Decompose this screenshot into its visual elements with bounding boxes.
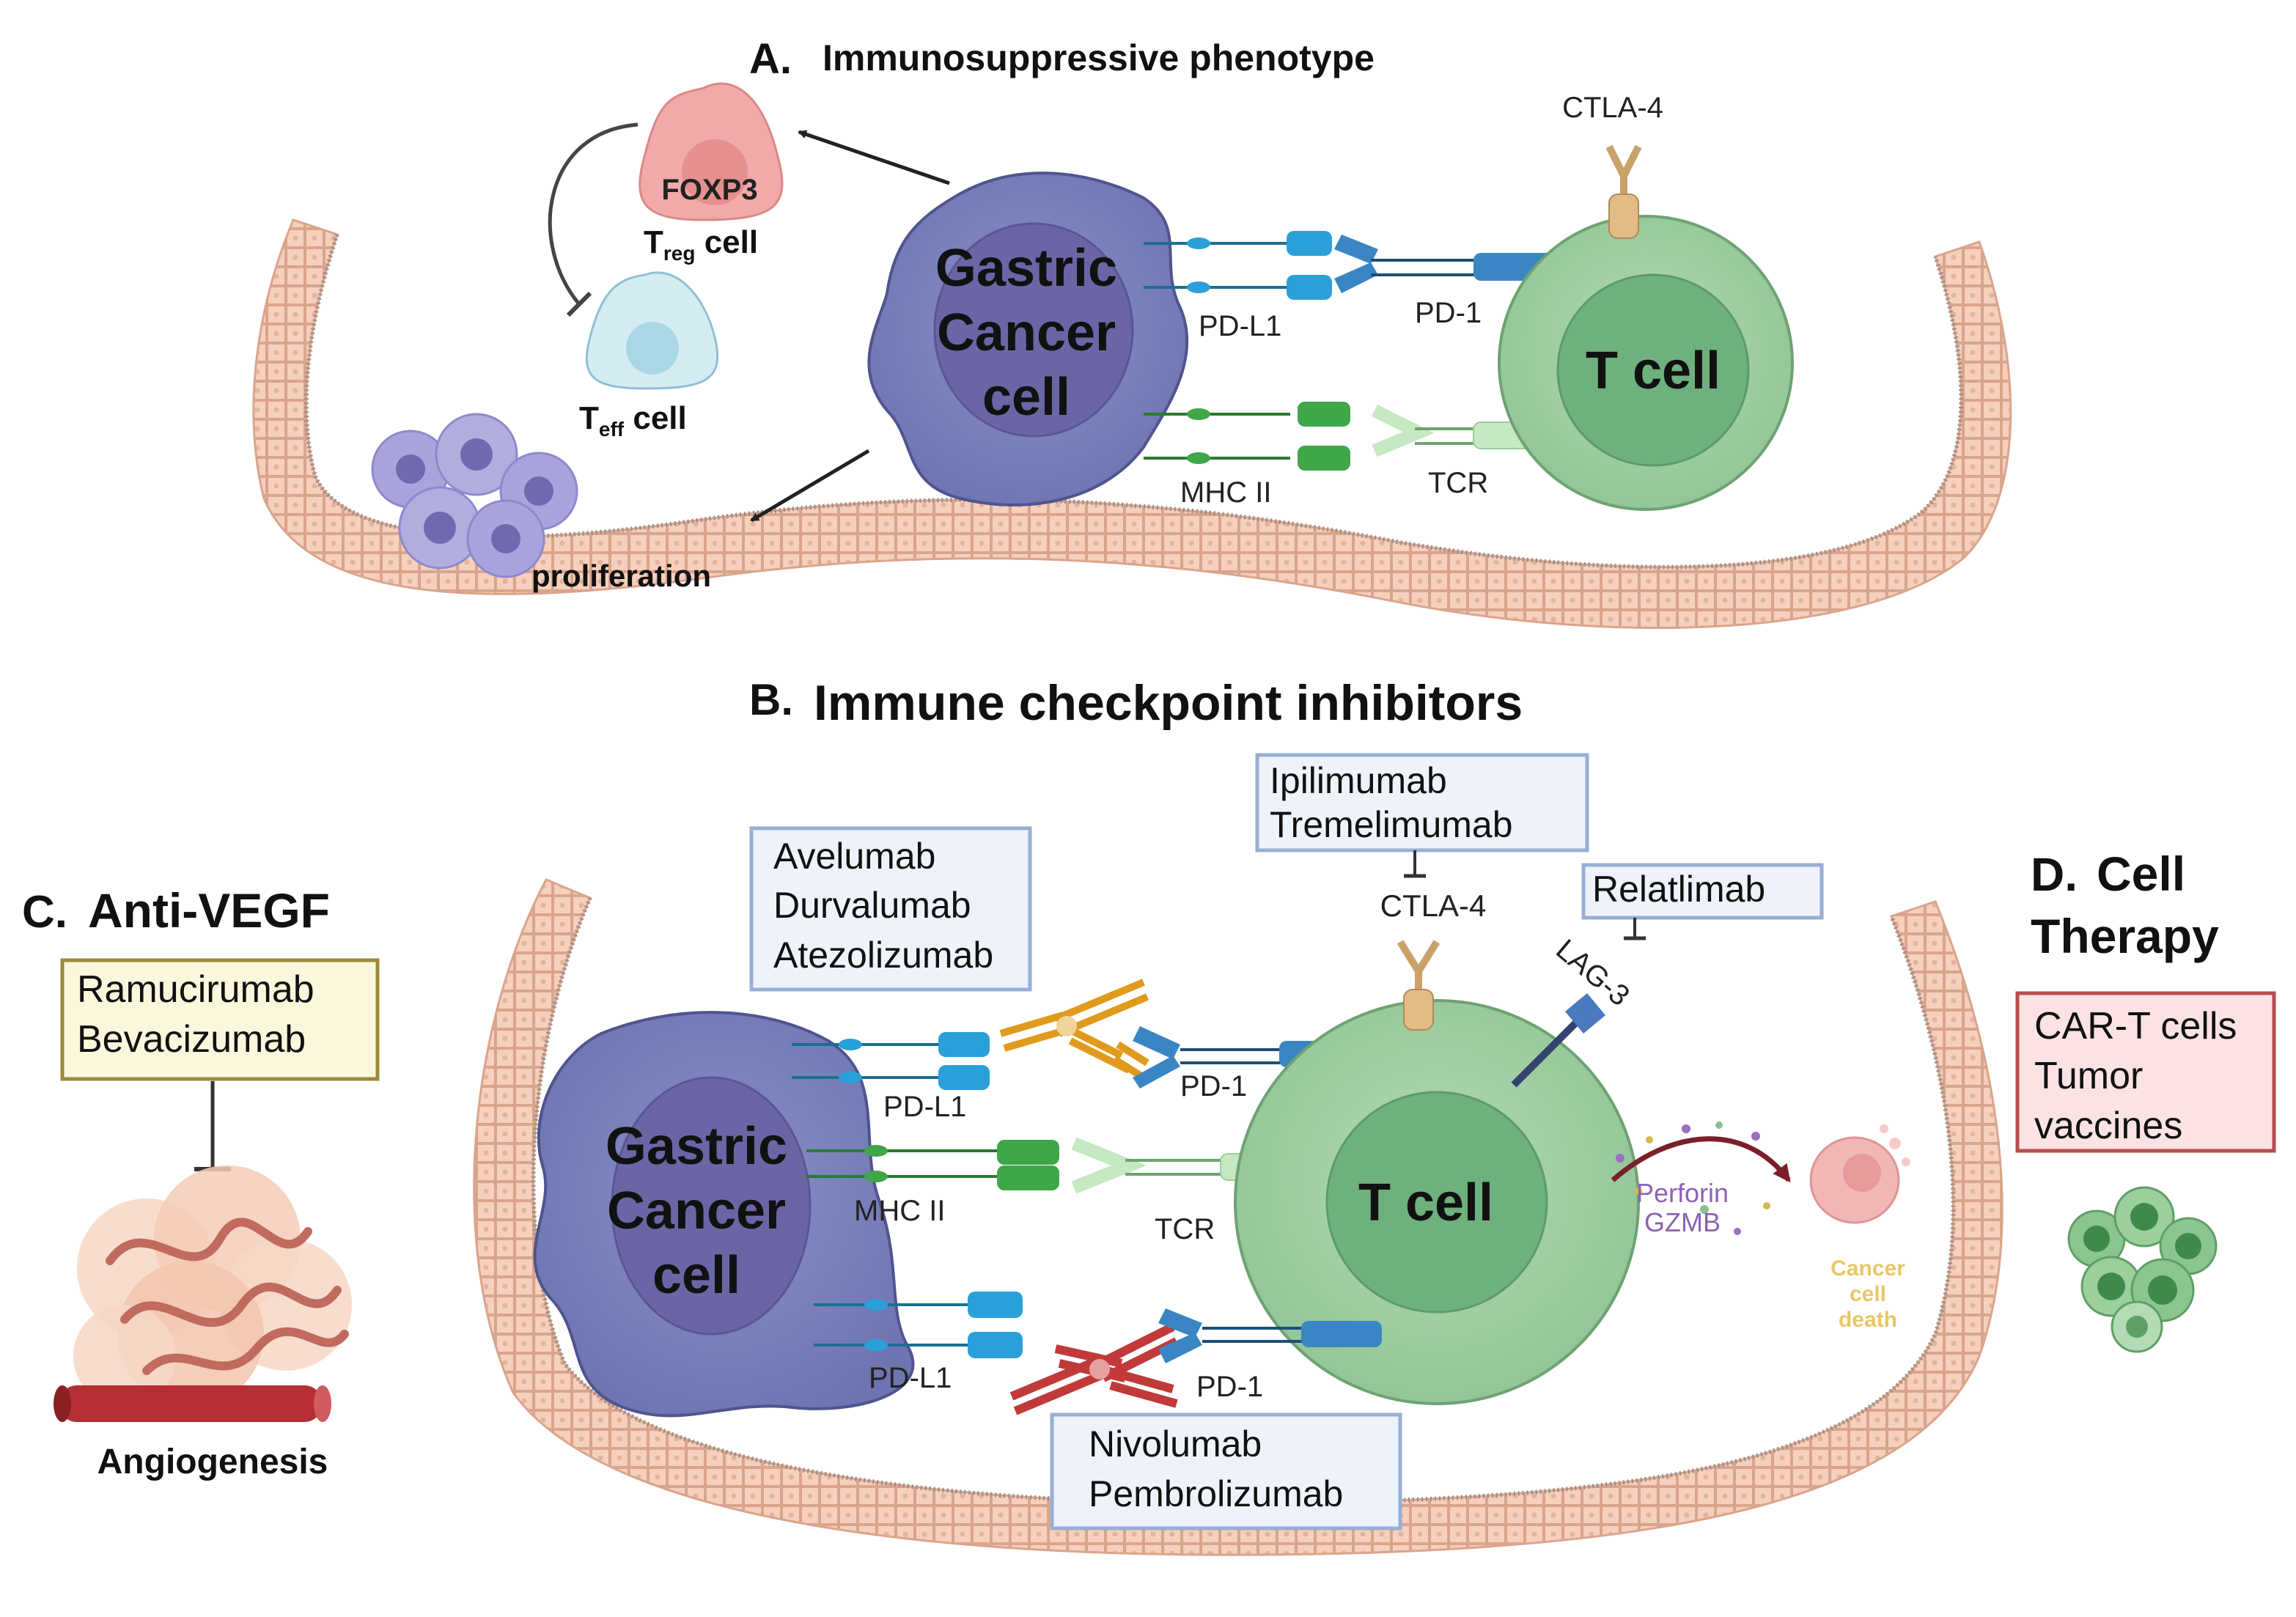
ctla4-drug-1: Ipilimumab [1270, 760, 1447, 801]
anti-vegf-drug-1: Ramucirumab [77, 968, 314, 1011]
mhc-tcr-complex-a [1144, 402, 1561, 471]
treg-nucleus [682, 139, 748, 205]
tcell-label-a: T cell [1586, 342, 1721, 400]
cancer-label-a-1: Gastric [935, 239, 1117, 298]
cell-therapy-item-3: vaccines [2034, 1105, 2182, 1147]
cancer-death-label-3: death [1839, 1308, 1897, 1332]
pd1-label-b-top: PD-1 [1180, 1070, 1247, 1102]
perforin-release [1611, 1121, 1791, 1235]
pd1-drug-box [1050, 1412, 1402, 1531]
anti-pdl1-antibody [999, 979, 1149, 1081]
cancer-death-label-1: Cancer [1830, 1256, 1905, 1281]
anti-vegf-drug-box [60, 958, 380, 1081]
cancer-label-a-2: Cancer [937, 303, 1116, 362]
cancer-label-b-1: Gastric [606, 1117, 787, 1176]
tcr-label-a: TCR [1428, 467, 1488, 499]
ctla4-drug-box [1255, 753, 1589, 852]
pd1-label-a: PD-1 [1415, 297, 1482, 329]
pd1-complex-b-bottom [1158, 1308, 1382, 1363]
dying-cancer-cell [1809, 1124, 1910, 1224]
pdl1-drug-1: Avelumab [773, 836, 935, 877]
ctla4-receptor-a [1605, 144, 1642, 239]
panel-c-title: Anti-VEGF [88, 883, 330, 938]
cell-therapy-item-1: CAR-T cells [2034, 1005, 2237, 1047]
ctla4-label-a: CTLA-4 [1562, 92, 1663, 124]
cell-therapy-box [2015, 991, 2276, 1153]
panel-b-title: Immune checkpoint inhibitors [814, 675, 1523, 731]
teff-label: Teff cell [579, 400, 687, 441]
anti-pd1-antibody [1009, 1322, 1179, 1415]
lag3-receptor [1511, 993, 1605, 1088]
angiogenesis-label: Angiogenesis [97, 1443, 328, 1481]
inhibition-bar [566, 291, 592, 317]
cancer-nucleus-b [611, 1076, 812, 1336]
cancer-nucleus-a [933, 222, 1134, 438]
panel-a: A. Immunosuppressive phenotype FOXP3 Tre… [252, 35, 2012, 629]
foxp3-label: FOXP3 [661, 174, 757, 206]
pdl1-label-b-bottom: PD-L1 [869, 1362, 952, 1394]
perforin-label: Perforin [1636, 1178, 1729, 1208]
pdl1-drug-3: Atezolizumab [773, 935, 993, 976]
ctla4-receptor-b [1397, 940, 1440, 1031]
panel-a-letter: A. [749, 35, 792, 83]
panel-a-title: Immunosuppressive phenotype [823, 37, 1375, 78]
pdl1-label-b-top: PD-L1 [883, 1091, 966, 1123]
pd1-label-b-bottom: PD-1 [1196, 1371, 1263, 1403]
pdl1-drug-box [749, 826, 1032, 992]
anti-vegf-drug-2: Bevacizumab [77, 1018, 306, 1061]
pdl1-complex-b-bottom [814, 1292, 1023, 1358]
pdl1-complex-b-top [792, 1032, 990, 1090]
epithelium-layer-b [473, 878, 2004, 1556]
panel-d: D. Cell Therapy CAR-T cells Tumor vaccin… [2015, 847, 2276, 1353]
panel-d-title-2: Therapy [2031, 909, 2219, 963]
tcr-label-b: TCR [1155, 1213, 1215, 1245]
treg-label: Treg cell [644, 224, 758, 265]
cancer-death-label-2: cell [1850, 1282, 1886, 1306]
panel-d-letter: D. [2031, 848, 2078, 901]
epithelium-layer-a [252, 218, 2012, 629]
panel-c: C. Anti-VEGF Ramucirumab Bevacizumab Ang… [22, 883, 380, 1481]
arrow-to-proliferation [750, 449, 870, 523]
ctla4-drug-2: Tremelimumab [1270, 804, 1513, 845]
proliferation-label: proliferation [531, 559, 711, 593]
lag3-drug-1: Relatlimab [1592, 869, 1765, 910]
angiogenesis-illustration [54, 1165, 352, 1422]
cell-therapy-item-2: Tumor [2034, 1055, 2143, 1097]
mhc2-label-a: MHC II [1180, 476, 1271, 509]
cancer-label-b-2: Cancer [607, 1182, 786, 1240]
panel-c-letter: C. [22, 887, 67, 938]
panel-d-title-1: Cell [2097, 847, 2185, 901]
pd1-drug-2: Pembrolizumab [1089, 1473, 1343, 1514]
ctla4-label-b: CTLA-4 [1380, 888, 1487, 923]
panel-b: B. Immune checkpoint inhibitors Ipilimum… [473, 675, 2004, 1556]
lag3-drug-box [1581, 863, 1824, 920]
panel-b-letter: B. [749, 675, 793, 724]
cancer-label-a-3: cell [982, 368, 1070, 427]
gzmb-label: GZMB [1644, 1207, 1721, 1237]
t-cell-nucleus-a [1556, 273, 1750, 467]
tcell-label-b: T cell [1358, 1174, 1493, 1232]
pdl1-label-a: PD-L1 [1199, 310, 1281, 342]
inhibition-arrow-treg [548, 122, 639, 306]
pd1-drug-1: Nivolumab [1089, 1423, 1262, 1465]
teff-nucleus [626, 322, 679, 375]
mhc2-label-b: MHC II [854, 1195, 945, 1227]
proliferation-cluster [371, 413, 578, 578]
arrow-to-treg [798, 130, 950, 185]
cancer-label-b-3: cell [652, 1246, 740, 1305]
pdl1-pd1-complex-a [1144, 231, 1561, 300]
t-cell-nucleus-b [1325, 1091, 1548, 1314]
pdl1-drug-2: Durvalumab [773, 885, 971, 926]
car-t-cell-cluster [2067, 1186, 2218, 1353]
